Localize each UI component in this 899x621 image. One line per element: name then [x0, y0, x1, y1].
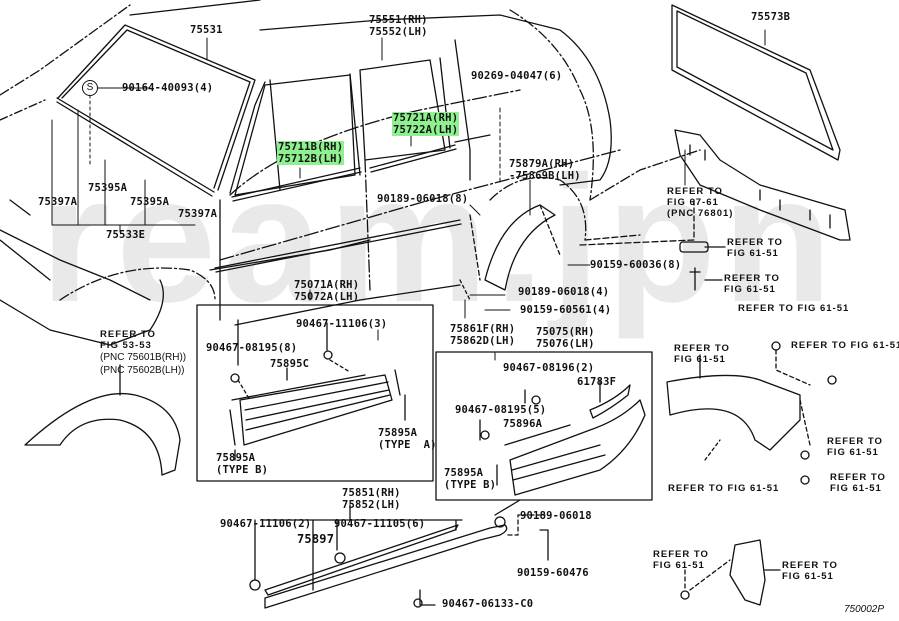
rear-door-cladding [479, 379, 646, 496]
part-label-75721a-75722a[interactable]: 75721A(RH) 75722A(LH) [392, 112, 460, 136]
rear-panel-gasket [674, 129, 851, 241]
clip-icon [334, 552, 346, 564]
quarter-glass-weatherstrip [671, 4, 841, 161]
mud-flap [680, 539, 781, 606]
refer-fig-53-53[interactable]: REFER TO FIG 53-53 [100, 329, 156, 351]
part-label-75075-75076[interactable]: 75075(RH) 75076(LH) [536, 326, 595, 350]
part-label-75395a-1[interactable]: 75395A [88, 182, 128, 194]
part-label-90467-11105[interactable]: 90467-11105(6) [334, 518, 426, 530]
part-label-75879a-75869b[interactable]: 75879A(RH) -75869B(LH) [509, 158, 581, 182]
part-label-75531[interactable]: 75531 [190, 24, 223, 36]
refer-fig-61-51-i[interactable]: REFER TO FIG 61-51 [653, 549, 709, 571]
part-label-90159-60561[interactable]: 90159-60561(4) [520, 304, 612, 316]
part-label-75397a-left[interactable]: 75397A [38, 196, 78, 208]
refer-fig-61-51-a[interactable]: REFER TO FIG 61-51 [727, 237, 783, 259]
refer-fig-61-51-h[interactable]: REFER TO FIG 61-51 [830, 472, 886, 494]
front-door-cladding [229, 319, 406, 461]
part-label-90269-04047[interactable]: 90269-04047(6) [471, 70, 563, 82]
front-door-cladding-box [196, 304, 434, 482]
part-label-75573b[interactable]: 75573B [751, 11, 791, 23]
part-label-90189-06018[interactable]: 90189-06018 [520, 510, 592, 522]
part-label-75861f-75862d[interactable]: 75861F(RH) 75862D(LH) [450, 323, 516, 347]
belt-mouldings [214, 134, 491, 273]
clip-icon [494, 516, 506, 528]
refer-fig-61-51-g[interactable]: REFER TO FIG 61-51 [668, 483, 780, 494]
part-label-75895c[interactable]: 75895C [270, 358, 310, 370]
part-label-61783f[interactable]: 61783F [577, 376, 617, 388]
front-fender-flare [24, 364, 181, 476]
part-label-90164-40093[interactable]: 90164-40093(4) [122, 82, 214, 94]
rear-door-cladding-box [435, 351, 653, 501]
part-label-75895a-type-b-left[interactable]: 75895A (TYPE B) [216, 452, 269, 476]
symbol-s-icon: S [82, 80, 98, 96]
refer-fig-67-61[interactable]: REFER TO FIG 67-61 (PNC 76801) [667, 186, 734, 219]
rear-fender-flare [666, 341, 837, 485]
pnc-75601b: (PNC 75601B(RH)) [100, 352, 187, 363]
windshield-moulding [56, 24, 266, 197]
part-label-75551-75552[interactable]: 75551(RH) 75552(LH) [369, 14, 428, 38]
wheel-arch-moulding [459, 204, 561, 301]
clip-icon [480, 430, 490, 440]
part-label-75071a-75072a[interactable]: 75071A(RH) 75072A(LH) [294, 279, 360, 303]
part-label-75896a[interactable]: 75896A [503, 418, 543, 430]
clip-icon [249, 579, 261, 591]
figure-code: 750002P [844, 604, 885, 615]
refer-fig-61-51-e[interactable]: REFER TO FIG 61-51 [791, 340, 899, 351]
part-label-90467-08195-5[interactable]: 90467-08195(5) [455, 404, 547, 416]
clips-right [579, 199, 726, 291]
part-label-90467-11106-3[interactable]: 90467-11106(3) [296, 318, 388, 330]
part-label-75397a-right[interactable]: 75397A [178, 208, 218, 220]
part-label-75395a-2[interactable]: 75395A [130, 196, 170, 208]
part-label-90159-60036[interactable]: 90159-60036(8) [590, 259, 682, 271]
part-label-90467-08195-8[interactable]: 90467-08195(8) [206, 342, 298, 354]
part-label-90159-60476[interactable]: 90159-60476 [517, 567, 589, 579]
part-label-90189-06018-8[interactable]: 90189-06018(8) [377, 193, 469, 205]
part-label-75895a-type-a[interactable]: 75895A (TYPE A) [378, 427, 437, 451]
refer-fig-61-51-d[interactable]: REFER TO FIG 61-51 [674, 343, 730, 365]
part-label-75897[interactable]: 75897 [297, 532, 335, 546]
part-label-90467-08196[interactable]: 90467-08196(2) [503, 362, 595, 374]
refer-fig-61-51-f[interactable]: REFER TO FIG 61-51 [827, 436, 883, 458]
refer-fig-61-51-j[interactable]: REFER TO FIG 61-51 [782, 560, 838, 582]
part-label-75851-75852[interactable]: 75851(RH) 75852(LH) [342, 487, 401, 511]
part-label-90467-06133-c0[interactable]: 90467-06133-C0 [442, 598, 534, 610]
part-label-75895a-type-b-right[interactable]: 75895A (TYPE B) [444, 467, 497, 491]
refer-fig-61-51-b[interactable]: REFER TO FIG 61-51 [724, 273, 780, 295]
clip-icon [323, 350, 333, 360]
refer-fig-61-51-c[interactable]: REFER TO FIG 61-51 [738, 303, 850, 314]
part-label-90467-11106-2[interactable]: 90467-11106(2) [220, 518, 312, 530]
part-label-75533e[interactable]: 75533E [106, 229, 146, 241]
rocker-moulding [249, 499, 549, 609]
clip-icon [230, 373, 240, 383]
pnc-75602b: (PNC 75602B(LH)) [100, 365, 185, 376]
vehicle-body-outline [0, 0, 701, 346]
part-label-75711b-75712b[interactable]: 75711B(RH) 75712B(LH) [277, 141, 345, 165]
bolt-icon [413, 598, 423, 608]
part-label-90189-06018-4[interactable]: 90189-06018(4) [518, 286, 610, 298]
clip-icon [531, 395, 541, 405]
